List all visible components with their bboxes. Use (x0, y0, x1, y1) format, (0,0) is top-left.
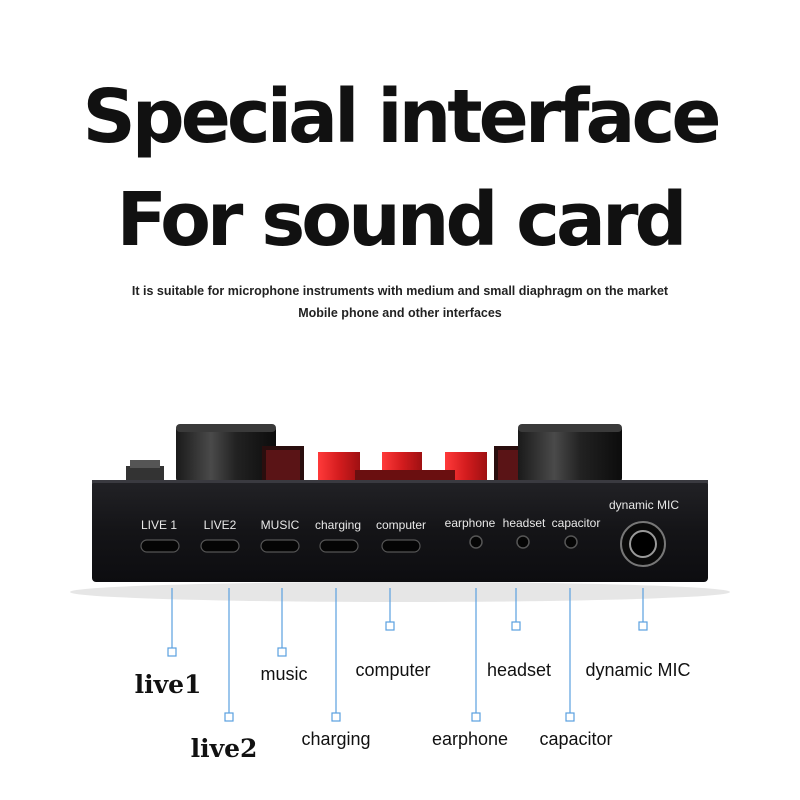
left-volume-knob-icon (176, 424, 276, 484)
red-button-1-icon (318, 452, 360, 484)
right-volume-knob-icon (518, 424, 622, 484)
leader-charging-marker-icon (331, 712, 341, 722)
panel-label-charging: charging (314, 518, 362, 532)
device-top-edge (92, 480, 708, 483)
top-controls (126, 424, 622, 486)
left-knob-top-icon (176, 424, 276, 432)
device-shadow (70, 582, 730, 602)
device-body (92, 480, 708, 582)
panel-label-music: MUSIC (260, 518, 300, 532)
jack-dynamic-mic-inner-icon (629, 530, 657, 558)
audio-jacks (469, 521, 666, 567)
callout-computer: computer (355, 660, 431, 680)
subtitle-line-1: It is suitable for microphone instrument… (131, 284, 669, 298)
callout-dynamic-mic: dynamic MIC (585, 660, 691, 680)
panel-label-earphone: earphone (444, 516, 496, 530)
switch-cap-icon (130, 460, 160, 468)
leader-dynamic-mic-marker-icon (638, 621, 648, 631)
callout-live1: live1 (134, 670, 202, 699)
subtitle-line-2: Mobile phone and other interfaces (298, 306, 502, 320)
panel-label-dynamic-mic: dynamic MIC (608, 498, 680, 512)
callout-earphone: earphone (431, 729, 509, 749)
leader-headset-marker-icon (511, 621, 521, 631)
panel-label-capacitor: capacitor (551, 516, 601, 530)
leader-live1-marker-icon (167, 647, 177, 657)
leader-music-marker-icon (277, 647, 287, 657)
port-live1-icon (140, 539, 180, 553)
panel-label-headset: headset (502, 516, 546, 530)
panel-label-live1: LIVE 1 (140, 518, 178, 532)
port-music-icon (260, 539, 300, 553)
panel-label-live2: LIVE2 (203, 518, 237, 532)
left-red-knob-face-icon (266, 450, 300, 480)
port-charging-icon (319, 539, 359, 553)
callout-charging: charging (301, 729, 371, 749)
callout-music: music (260, 664, 308, 684)
jack-headset-icon (516, 535, 530, 549)
jack-capacitor-icon (564, 535, 578, 549)
right-knob-top-icon (518, 424, 622, 432)
jack-earphone-icon (469, 535, 483, 549)
port-live2-icon (200, 539, 240, 553)
leader-computer-marker-icon (385, 621, 395, 631)
leader-capacitor-marker-icon (565, 712, 575, 722)
leader-live2-marker-icon (224, 712, 234, 722)
port-computer-icon (381, 539, 421, 553)
headline-line-2: For sound card (116, 177, 688, 263)
usb-c-ports (140, 539, 421, 553)
panel-label-computer: computer (375, 518, 427, 532)
callout-headset: headset (486, 660, 552, 680)
leader-earphone-marker-icon (471, 712, 481, 722)
callout-capacitor: capacitor (539, 729, 613, 749)
callout-live2: live2 (190, 734, 258, 763)
headline-line-1: Special interface (82, 74, 721, 160)
leader-lines (167, 588, 648, 722)
